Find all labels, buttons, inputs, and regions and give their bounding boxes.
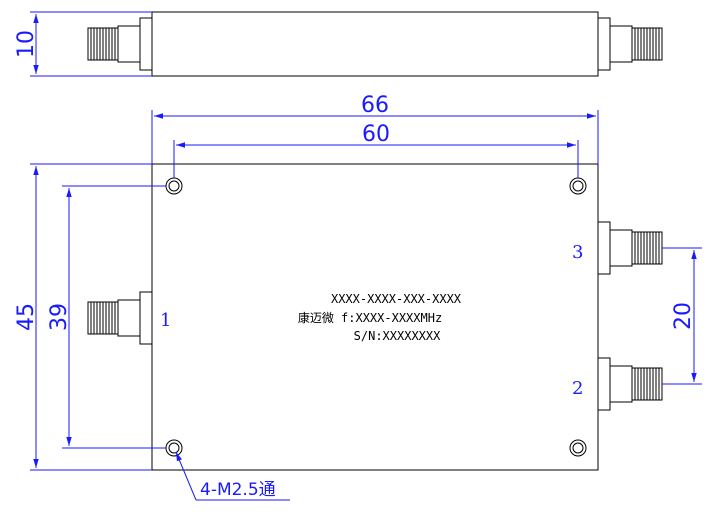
dim-overall-width (151, 110, 599, 164)
label-serial: S/N:XXXXXXXX (354, 329, 441, 343)
dim-overall-height-text: 45 (14, 303, 39, 331)
dim-side-height-text: 10 (14, 30, 39, 58)
side-right-hex (609, 25, 633, 63)
connector-port2 (597, 357, 663, 411)
hole-note-text: 4-M2.5通 (200, 480, 276, 500)
side-right-flange (597, 17, 611, 71)
side-left-thread-lines (90, 28, 116, 60)
port2-label: 2 (572, 378, 583, 399)
dim-side-height (30, 11, 152, 77)
top-view (87, 163, 663, 471)
dim-hole-spacing-x (173, 140, 579, 178)
dim-port-spacing-text: 20 (671, 302, 696, 330)
mount-hole-bl (165, 439, 183, 457)
mount-hole-tr (569, 177, 587, 195)
side-right-thread-lines (634, 28, 660, 60)
mount-hole-br (569, 439, 587, 457)
side-view-body (151, 11, 599, 77)
port1-label: 1 (160, 310, 171, 331)
side-left-hex (117, 25, 141, 63)
label-brand-freq: 康迈微 f:XXXX-XXXXMHz (298, 310, 442, 325)
dim-hole-spacing-x-text: 60 (362, 122, 390, 147)
connector-port3 (597, 221, 663, 275)
dim-port-spacing (662, 247, 702, 385)
label-model: XXXX-XXXX-XXX-XXXX (331, 292, 462, 306)
dim-hole-spacing-y-text: 39 (47, 303, 72, 331)
connector-port1 (87, 291, 153, 345)
dim-overall-width-text: 66 (361, 93, 389, 118)
side-left-flange (139, 17, 153, 71)
dim-overall-height (30, 163, 152, 471)
side-view (87, 11, 663, 77)
mount-hole-tl (165, 177, 183, 195)
dim-hole-spacing-y (62, 185, 166, 449)
port3-label: 3 (572, 242, 583, 263)
hole-note-leader (175, 451, 290, 501)
